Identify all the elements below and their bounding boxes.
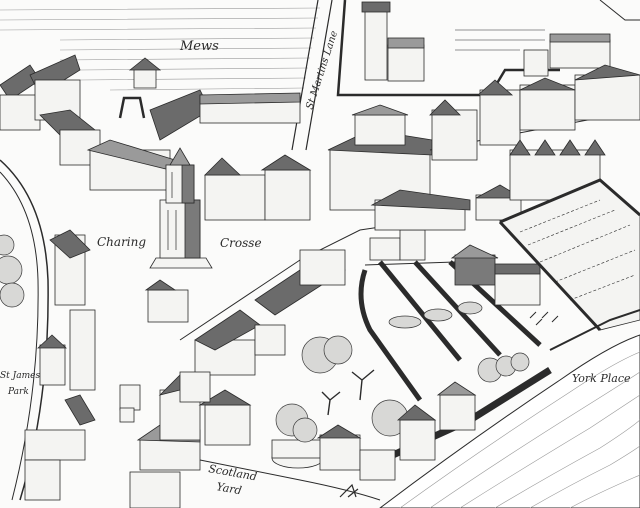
houses-north-east [429, 64, 640, 161]
label-st-james: St James [0, 371, 40, 381]
label-yard: Yard [215, 480, 242, 497]
label-york-place: York Place [572, 372, 631, 385]
st-james-park-boundary [0, 159, 49, 501]
mews-pavilion [118, 57, 162, 119]
mews-ground-hatching [0, 7, 321, 91]
river-wall-houses [316, 309, 640, 498]
label-crosse: Crosse [220, 236, 262, 250]
st-martins-lane-road [291, 0, 333, 151]
houses-scotland-yard [129, 249, 346, 508]
label-mews: Mews [179, 39, 219, 54]
houses-west [24, 229, 141, 501]
whitehall-garden [498, 139, 640, 332]
label-st-martins-lane: St Martins Lane [304, 30, 340, 111]
houses-north-west [0, 54, 301, 191]
label-scotland: Scotland [207, 462, 257, 483]
trees-central [301, 335, 530, 437]
houses-tiltyard [369, 184, 541, 306]
label-park: Park [7, 387, 29, 397]
charing-cross-monument [149, 147, 213, 269]
label-charing: Charing [97, 235, 146, 249]
round-tower [271, 403, 325, 469]
thames-river [379, 334, 640, 508]
scotland-yard-street [199, 459, 381, 501]
